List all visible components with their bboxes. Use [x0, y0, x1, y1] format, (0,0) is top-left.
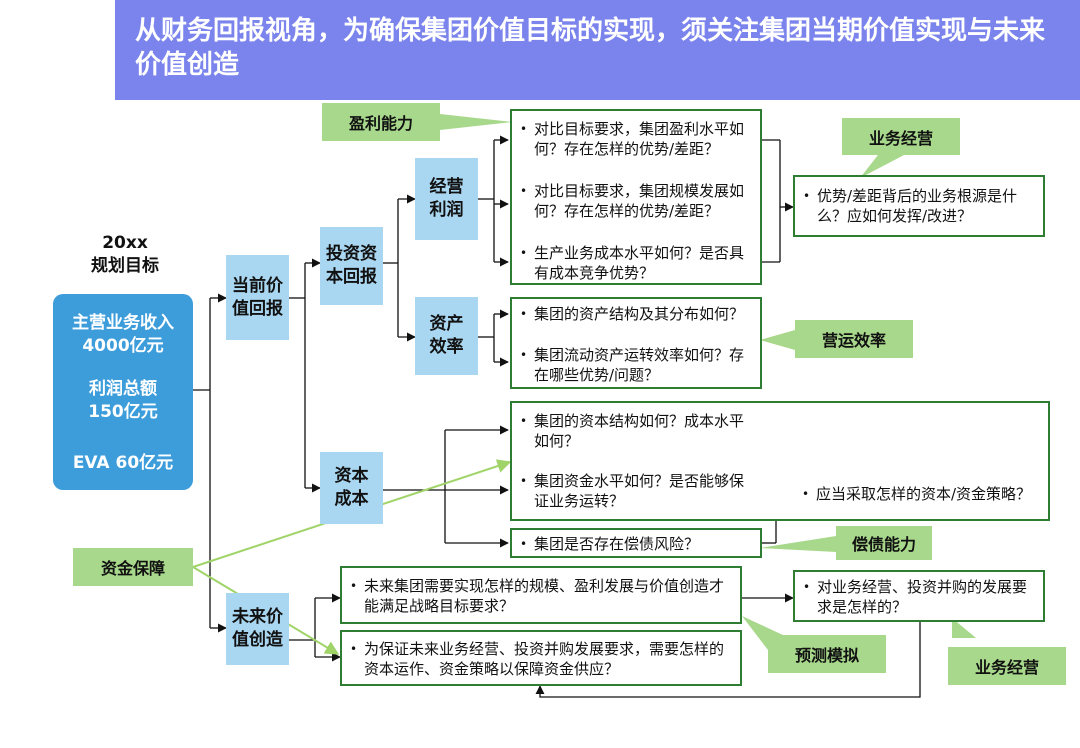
pointer-business-2 [952, 618, 976, 638]
future-requirement-box: 对业务经营、投资并购的发展要求是怎样的？ [793, 570, 1045, 622]
node-current-return: 当前价值回报 [226, 255, 289, 340]
profit-questions-box: 对比目标要求，集团盈利水平如何？存在怎样的优势/差距？ 对比目标要求，集团规模发… [510, 109, 762, 285]
tag-profitability: 盈利能力 [322, 103, 440, 141]
list-item: 为保证未来业务经营、投资并购发展要求，需要怎样的资本运作、资金策略以保障资金供应… [348, 639, 734, 679]
node-asset-efficiency: 资产效率 [415, 297, 478, 375]
node-operating-profit: 经营利润 [415, 158, 478, 240]
list-item: 未来集团需要实现怎样的规模、盈利发展与价值创造才能满足战略目标要求？ [348, 576, 734, 616]
tag-business-operation: 业务经营 [842, 118, 960, 155]
eva-value: EVA 60亿元 [72, 453, 174, 473]
list-item: 对比目标要求，集团规模发展如何？存在怎样的优势/差距？ [518, 181, 754, 221]
profit-label: 利润总额 [89, 379, 157, 399]
list-item: 集团的资产结构及其分布如何？ [518, 304, 754, 324]
list-item: 生产业务成本水平如何？是否具有成本竞争优势？ [518, 243, 754, 283]
tag-forecast: 预测模拟 [768, 635, 886, 673]
list-item: 集团流动资产运转效率如何？存在哪些优势/问题？ [518, 345, 754, 385]
pointer-business-1 [860, 155, 904, 178]
list-item: 优势/差距背后的业务根源是什么？应如何发挥/改进？ [801, 186, 1037, 226]
future-question-2-box: 为保证未来业务经营、投资并购发展要求，需要怎样的资本运作、资金策略以保障资金供应… [340, 630, 742, 686]
page-title: 从财务回报视角，为确保集团价值目标的实现，须关注集团当期价值实现与未来价值创造 [135, 16, 1046, 80]
pointer-profitability [440, 114, 512, 130]
target-heading: 20xx 规划目标 [55, 232, 195, 278]
tag-funding: 资金保障 [73, 548, 193, 586]
revenue-value: 4000亿元 [82, 336, 164, 356]
pointer-solvency [760, 536, 836, 552]
target-year: 20xx [102, 233, 148, 253]
feedback-loop [535, 622, 921, 698]
tag-operating-efficiency: 营运效率 [795, 320, 913, 358]
node-capital-cost: 资本成本 [320, 452, 383, 524]
list-item: 应当采取怎样的资本/资金策略？ [800, 484, 1054, 504]
capital-questions-box: 集团的资本结构如何？成本水平如何？ 集团资金水平如何？是否能够保证业务运转？ 应… [510, 401, 1050, 521]
revenue-label: 主营业务收入 [72, 313, 174, 333]
pointer-efficiency [760, 330, 795, 350]
node-investment-return: 投资资本回报 [320, 227, 383, 305]
list-item: 集团资金水平如何？是否能够保证业务运转？ [518, 471, 756, 511]
asset-questions-box: 集团的资产结构及其分布如何？ 集团流动资产运转效率如何？存在哪些优势/问题？ [510, 297, 762, 389]
list-item: 集团的资本结构如何？成本水平如何？ [518, 411, 756, 451]
kpi-box: 主营业务收入 4000亿元 利润总额 150亿元 EVA 60亿元 [53, 294, 193, 490]
tag-solvency: 偿债能力 [836, 526, 932, 560]
header-banner: 从财务回报视角，为确保集团价值目标的实现，须关注集团当期价值实现与未来价值创造 [115, 0, 1080, 100]
root-cause-box: 优势/差距背后的业务根源是什么？应如何发挥/改进？ [793, 175, 1045, 237]
list-item: 集团是否存在偿债风险？ [518, 534, 754, 554]
debt-risk-box: 集团是否存在偿债风险？ [510, 528, 762, 558]
list-item: 对比目标要求，集团盈利水平如何？存在怎样的优势/差距？ [518, 119, 754, 159]
target-label: 规划目标 [91, 256, 159, 276]
tag-business-operation-2: 业务经营 [948, 647, 1066, 685]
list-item: 对业务经营、投资并购的发展要求是怎样的？ [801, 577, 1037, 617]
profit-value: 150亿元 [88, 402, 158, 422]
future-question-1-box: 未来集团需要实现怎样的规模、盈利发展与价值创造才能满足战略目标要求？ [340, 566, 742, 624]
node-future-value: 未来价值创造 [226, 593, 289, 665]
